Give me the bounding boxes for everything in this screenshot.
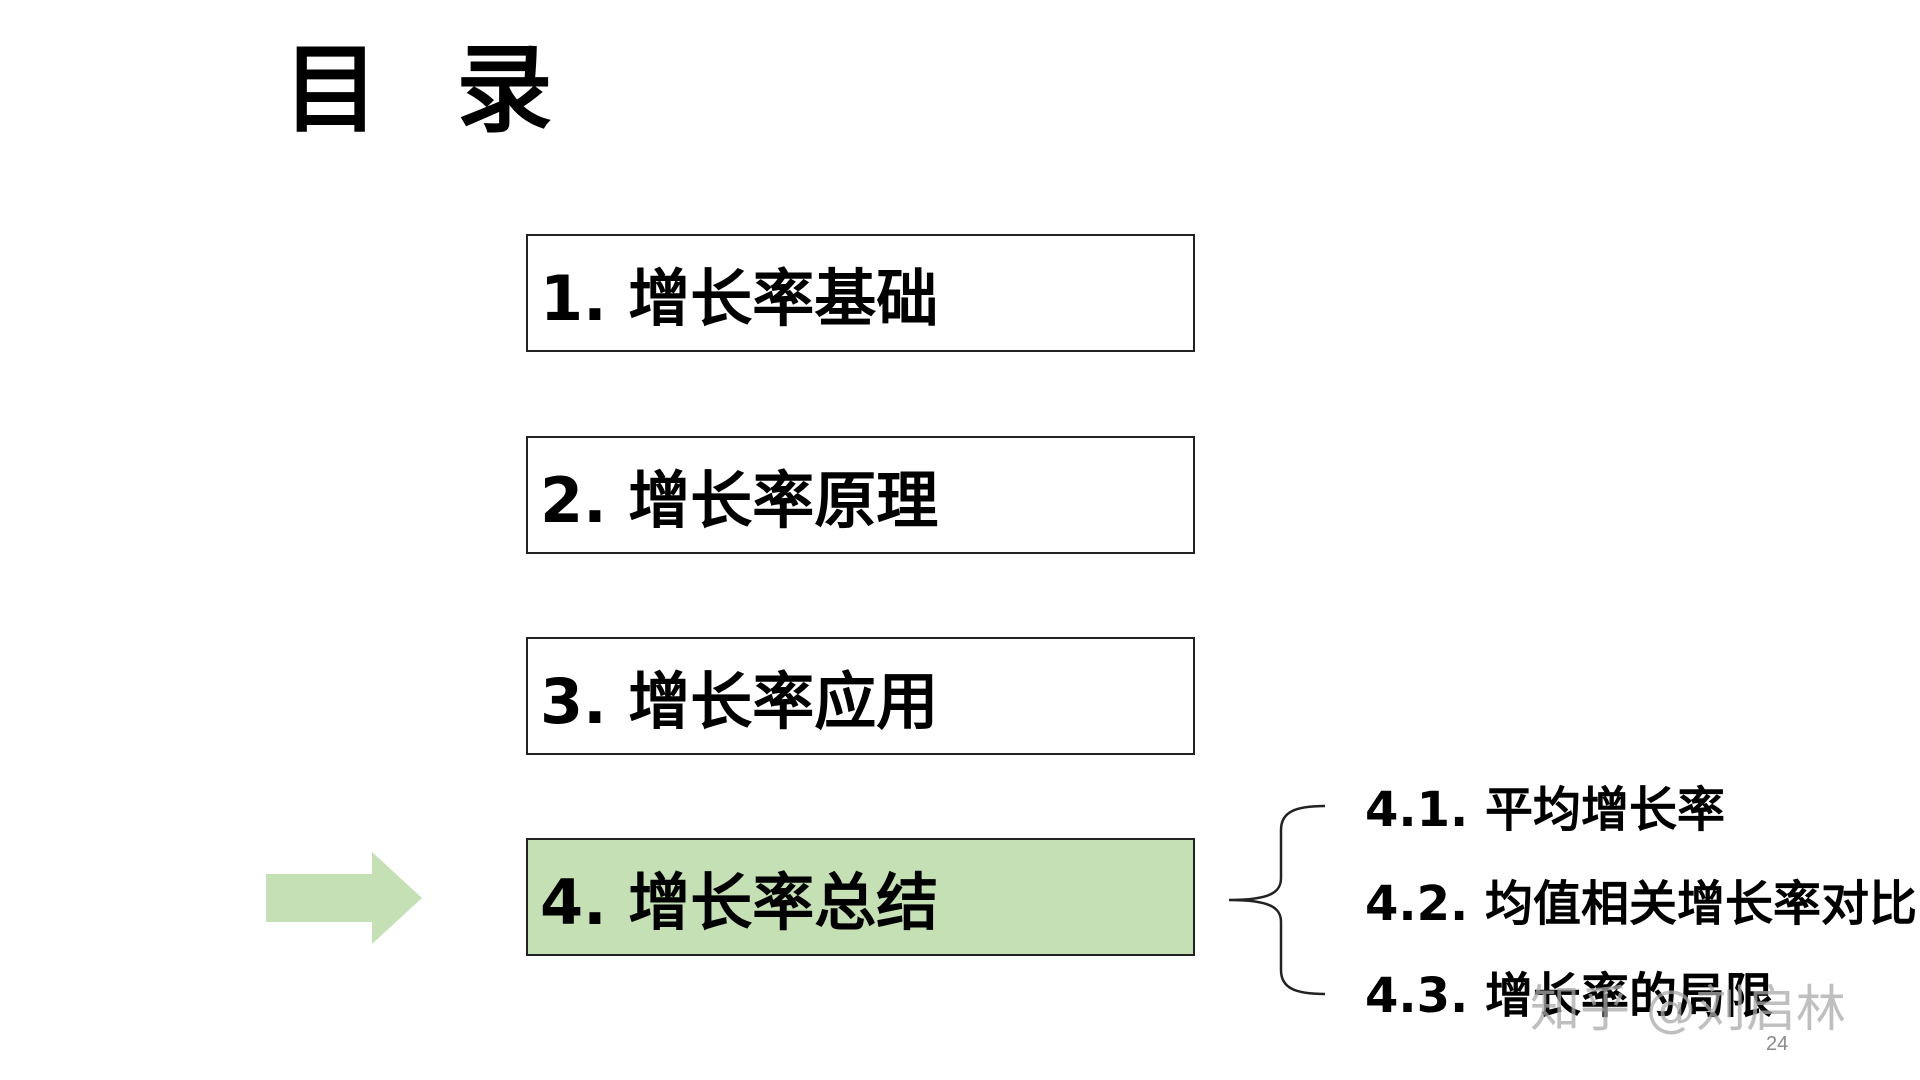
page-title: 目 录: [283, 34, 575, 146]
toc-item-4-current[interactable]: 4. 增长率总结: [526, 838, 1195, 956]
left-brace-icon: [1228, 804, 1326, 996]
toc-item-label: 2. 增长率原理: [540, 464, 939, 537]
toc-item-3[interactable]: 3. 增长率应用: [526, 637, 1195, 755]
subsection-item-4-3[interactable]: 4.3. 增长率的局限: [1365, 968, 1773, 1024]
toc-item-2[interactable]: 2. 增长率原理: [526, 436, 1195, 554]
page-number: 24: [1766, 1033, 1789, 1055]
subsection-item-4-1[interactable]: 4.1. 平均增长率: [1365, 782, 1725, 838]
toc-item-label: 3. 增长率应用: [540, 665, 939, 738]
right-arrow-icon: [266, 852, 422, 944]
toc-item-label: 4. 增长率总结: [540, 866, 939, 939]
watermark: 知乎 @刘启林: [1530, 980, 1846, 1038]
subsection-item-4-2[interactable]: 4.2. 均值相关增长率对比: [1365, 876, 1917, 932]
toc-item-1[interactable]: 1. 增长率基础: [526, 234, 1195, 352]
toc-item-label: 1. 增长率基础: [540, 262, 939, 335]
